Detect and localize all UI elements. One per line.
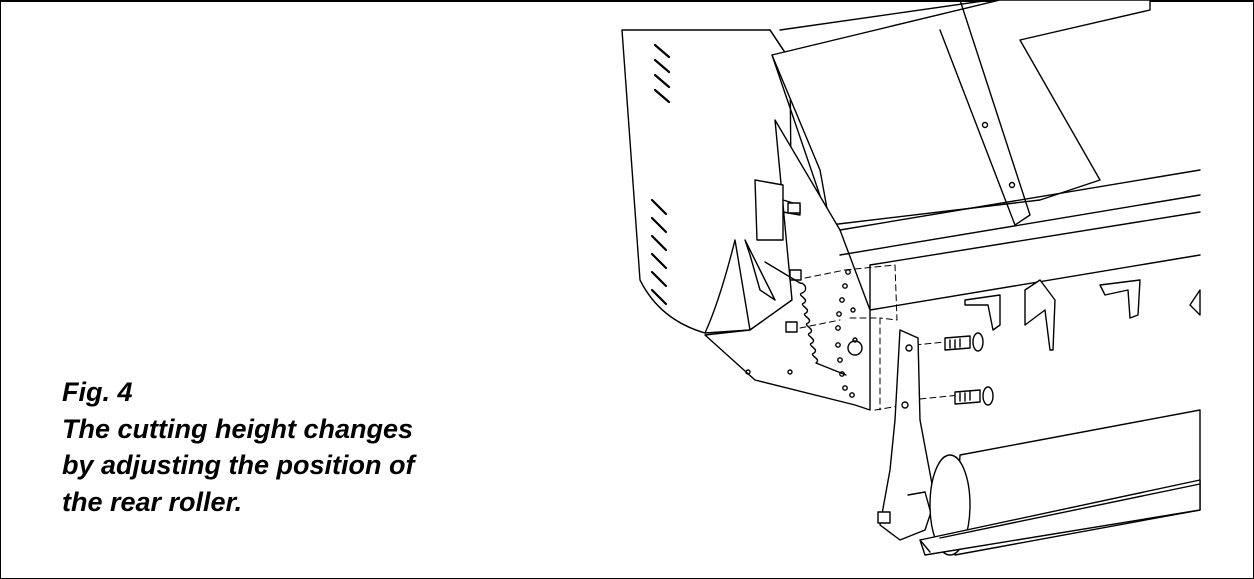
tension-spring <box>764 261 863 376</box>
caption-line-2: by adjusting the position of <box>62 450 415 480</box>
figure-label: Fig. 4 <box>62 377 133 407</box>
roller-arm <box>877 329 936 541</box>
frame-top-rule <box>0 0 1254 2</box>
rear-roller <box>919 409 1201 556</box>
figure-caption: Fig. 4 The cutting height changes by adj… <box>62 374 482 520</box>
dashed-guides <box>799 264 966 411</box>
top-cover <box>771 0 1151 226</box>
bracket <box>744 179 802 333</box>
caption-line-3: the rear roller. <box>62 486 243 517</box>
bolts <box>944 332 994 406</box>
flail-blades <box>964 279 1201 351</box>
caption-line-1: The cutting height changes <box>62 413 414 444</box>
mower-housing-rear-roller-adjustment-icon <box>621 0 1201 556</box>
